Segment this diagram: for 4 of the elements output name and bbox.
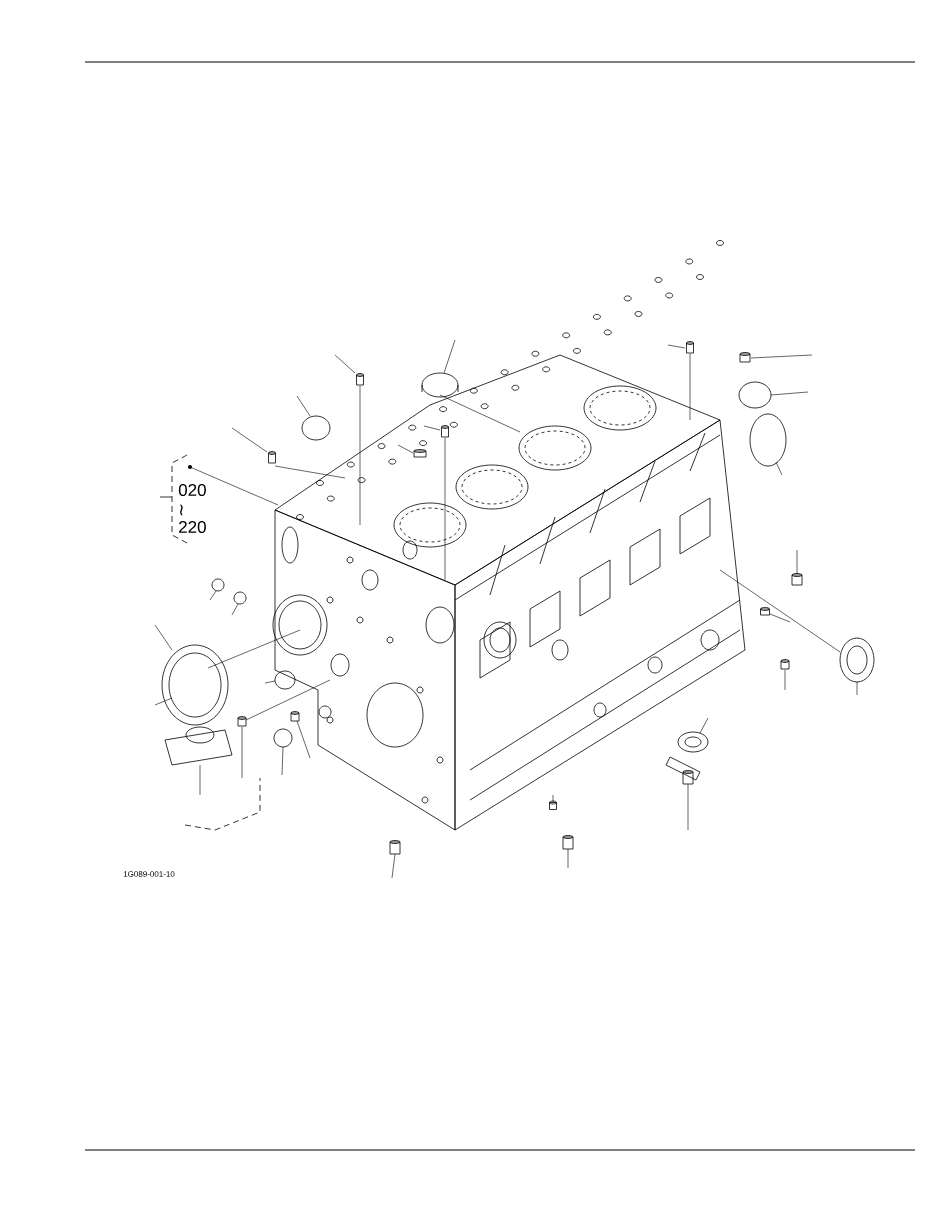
drawing-number: 1G089-001-10: [123, 871, 175, 877]
range-label: ≀: [179, 504, 183, 516]
range-label: 020: [178, 484, 206, 497]
range-label: 220: [179, 521, 206, 534]
